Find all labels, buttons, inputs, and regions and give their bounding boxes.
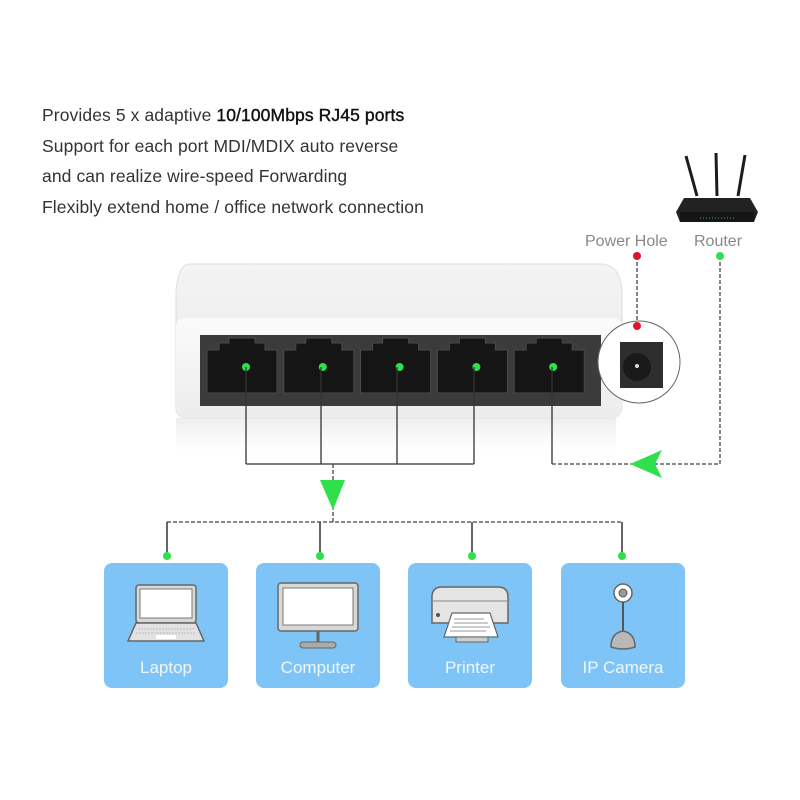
device-label: Laptop	[140, 658, 192, 677]
port-spec: 10/100Mbps RJ45 ports	[216, 105, 405, 125]
rj45-port	[513, 337, 585, 394]
rj45-ports	[206, 337, 585, 394]
laptop-dot	[163, 552, 171, 560]
device-card-computer: Computer	[256, 563, 380, 688]
computer-dot	[316, 552, 324, 560]
feature-line-2: Support for each port MDI/MDIX auto reve…	[42, 135, 399, 156]
printer-dot	[468, 552, 476, 560]
router-dot	[716, 252, 724, 260]
device-label: IP Camera	[582, 658, 664, 677]
device-label: Printer	[444, 658, 496, 677]
feature-line-1: Provides 5 x adaptive 10/100Mbps RJ45 po…	[42, 105, 405, 125]
left-arrow-icon	[630, 450, 662, 478]
laptop-icon	[126, 584, 206, 642]
power-dot-top	[633, 252, 641, 260]
rj45-port	[283, 337, 355, 394]
device-card-printer: Printer	[408, 563, 532, 688]
camera-dot	[618, 552, 626, 560]
device-card-ip-camera: IP Camera	[561, 563, 685, 688]
feature-line-3: and can realize wire-speed Forwarding	[42, 166, 348, 186]
device-drops	[166, 522, 623, 556]
power-dot-jack	[633, 322, 641, 330]
rj45-port	[360, 337, 432, 394]
rj45-port	[206, 337, 278, 394]
port-led	[549, 363, 558, 371]
port-wires	[245, 367, 553, 465]
webcam-icon	[610, 583, 636, 650]
feature-list: Provides 5 x adaptive 10/100Mbps RJ45 po…	[42, 100, 424, 222]
down-arrow-icon	[320, 480, 345, 510]
switch-reflection	[176, 418, 616, 463]
device-label: Computer	[280, 658, 356, 677]
printer-icon	[431, 586, 509, 643]
port-led	[318, 363, 327, 371]
power-hole-label: Power Hole	[585, 233, 668, 250]
power-jack-callout	[597, 320, 681, 404]
feature-line-4: Flexibly extend home / office network co…	[42, 196, 424, 217]
device-card-laptop: Laptop	[104, 563, 228, 688]
monitor-icon	[277, 582, 359, 649]
router-label: Router	[694, 233, 743, 250]
router-icon	[676, 152, 758, 222]
